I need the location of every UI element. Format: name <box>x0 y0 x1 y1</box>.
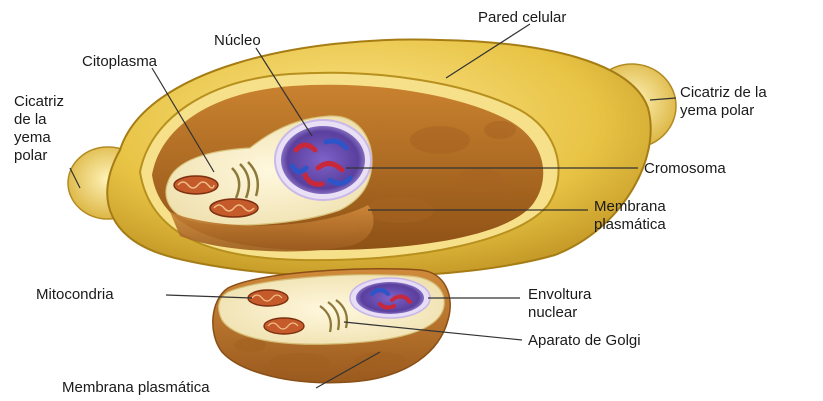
label-nucleo: Núcleo <box>214 32 261 49</box>
label-cicatriz-izquierda: Cicatriz de la yema polar <box>14 93 64 165</box>
label-citoplasma: Citoplasma <box>82 53 157 70</box>
label-cicatriz-derecha: Cicatriz de la yema polar <box>680 84 767 120</box>
label-membrana-plasmatica-2: Membrana plasmática <box>62 379 210 396</box>
label-aparato-golgi: Aparato de Golgi <box>528 332 641 349</box>
label-cromosoma: Cromosoma <box>644 160 726 177</box>
small-cell <box>213 269 450 383</box>
label-membrana-plasmatica-1: Membrana plasmática <box>594 198 666 234</box>
label-mitocondria: Mitocondria <box>36 286 114 303</box>
label-envoltura-nuclear: Envoltura nuclear <box>528 286 591 322</box>
label-pared-celular: Pared celular <box>478 9 566 26</box>
big-cell <box>68 40 676 277</box>
